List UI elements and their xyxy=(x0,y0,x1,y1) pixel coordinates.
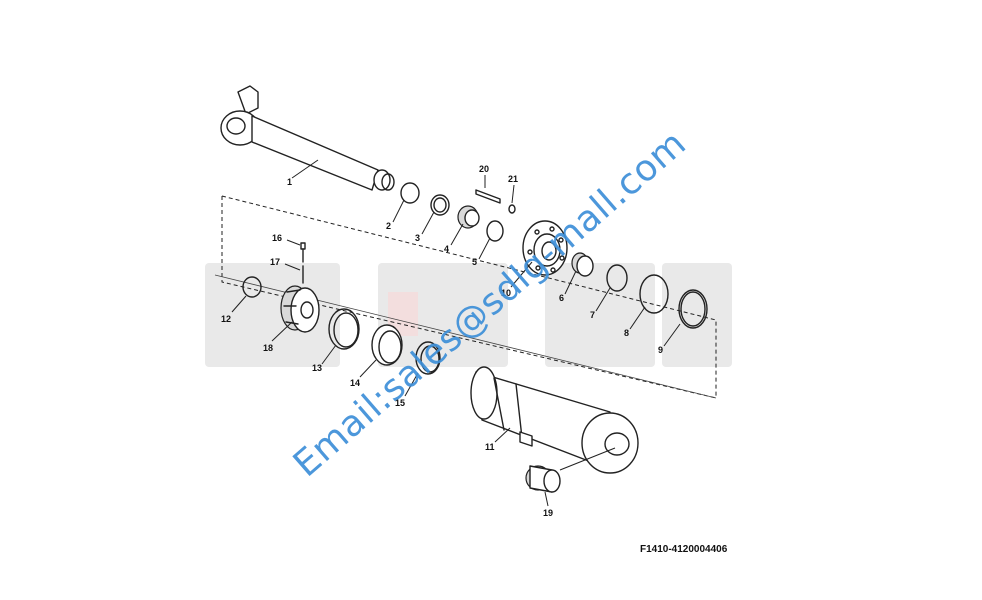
part-16-screw xyxy=(300,242,306,263)
part-18-piston xyxy=(280,285,320,333)
leader-lines xyxy=(231,159,681,507)
callout-10: 10 xyxy=(501,288,511,298)
callout-9: 9 xyxy=(658,345,663,355)
part-21-washer xyxy=(508,204,516,214)
callout-17: 17 xyxy=(270,257,280,267)
callout-13: 13 xyxy=(312,363,322,373)
part-7-ring xyxy=(606,264,628,292)
callout-11: 11 xyxy=(485,442,495,452)
callout-16: 16 xyxy=(272,233,282,243)
callout-6: 6 xyxy=(559,293,564,303)
part-19-bushing xyxy=(525,465,561,493)
part-3-ring xyxy=(430,194,450,216)
part-11-cylinder-barrel xyxy=(470,366,639,474)
callout-21: 21 xyxy=(508,174,518,184)
callout-2: 2 xyxy=(386,221,391,231)
part-2-seal xyxy=(400,182,420,204)
part-8-oring xyxy=(639,274,669,314)
part-20-bolt xyxy=(475,189,501,204)
callout-5: 5 xyxy=(472,257,477,267)
callout-7: 7 xyxy=(590,310,595,320)
part-12-ring xyxy=(242,276,262,298)
callout-18: 18 xyxy=(263,343,273,353)
part-1-piston-rod xyxy=(220,85,395,191)
part-4-bushing xyxy=(457,205,480,229)
callout-labels: 1 2 3 4 5 6 7 8 9 10 11 12 13 14 15 16 1… xyxy=(221,164,663,518)
callout-1: 1 xyxy=(287,177,292,187)
callout-14: 14 xyxy=(350,378,360,388)
figure-code: F1410-4120004406 xyxy=(640,544,728,555)
part-14-ring xyxy=(371,324,403,366)
callout-19: 19 xyxy=(543,508,553,518)
callout-15: 15 xyxy=(395,398,405,408)
part-13-ring xyxy=(328,308,360,350)
callout-8: 8 xyxy=(624,328,629,338)
part-9-backup-ring xyxy=(678,289,708,329)
callout-3: 3 xyxy=(415,233,420,243)
callout-20: 20 xyxy=(479,164,489,174)
callout-4: 4 xyxy=(444,244,449,254)
part-10-cylinder-head xyxy=(522,220,568,276)
part-6-bushing xyxy=(571,252,594,277)
part-15-ring xyxy=(415,341,441,375)
callout-12: 12 xyxy=(221,314,231,324)
part-5-ring xyxy=(486,220,504,242)
